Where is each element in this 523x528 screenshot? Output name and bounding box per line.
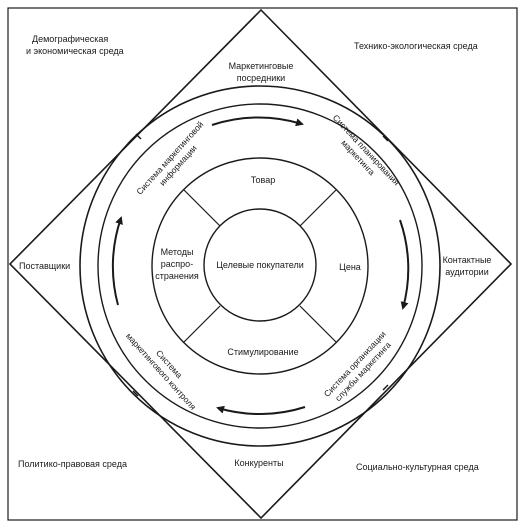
marketing-intermediaries-line1: Маркетинговые (229, 61, 294, 71)
organization-system-line1: Система организации (322, 329, 388, 399)
mix-divider (299, 305, 337, 343)
flow-arrow-top (211, 116, 304, 127)
diamond-tick (132, 390, 139, 397)
distribution-line3: странения (155, 271, 199, 281)
contact-audiences-line1: Контактные (443, 255, 492, 265)
product-label: Товар (251, 175, 276, 185)
mix-divider (183, 189, 221, 227)
target-customers-circle (203, 208, 317, 322)
contact-audiences-line2: аудитории (445, 267, 488, 277)
diamond-tick (382, 135, 389, 142)
flow-arrow-right (399, 219, 410, 310)
env-demographic-economic-line1: Демографическая (32, 34, 108, 44)
control-system-label: Система маркетингового контроля (124, 331, 198, 412)
planning-system-line1: Система планирования (331, 113, 402, 188)
competitors-label: Конкуренты (234, 458, 283, 468)
distribution-line1: Методы (161, 247, 194, 257)
control-system-line2: маркетингового контроля (124, 331, 198, 412)
info-system-label: Система маркетинговой информации (134, 119, 205, 196)
mix-divider (183, 305, 221, 343)
mix-divider (299, 189, 337, 227)
suppliers-label: Поставщики (19, 261, 70, 271)
env-demographic-economic-line2: и экономическая среда (26, 46, 124, 56)
outer-frame (7, 7, 518, 521)
outer-ring (79, 85, 441, 447)
flow-arrow-left (111, 216, 123, 306)
diamond-tick (382, 384, 389, 391)
promotion-label: Стимулирование (227, 347, 298, 357)
marketing-mix-ring (151, 157, 369, 375)
env-technical-ecological: Технико-экологическая среда (354, 41, 478, 51)
flow-arrow-bottom (216, 405, 306, 416)
env-social-cultural: Социально-культурная среда (356, 462, 479, 472)
marketing-intermediaries-line2: посредники (237, 73, 285, 83)
target-customers-label: Целевые покупатели (216, 260, 303, 270)
environment-diamond (8, 8, 513, 520)
env-political-legal: Политико-правовая среда (18, 459, 127, 469)
systems-ring (97, 103, 423, 429)
price-label: Цена (339, 262, 361, 272)
distribution-line2: распро- (161, 259, 193, 269)
planning-system-label: Система планирования маркетинга (331, 113, 402, 188)
